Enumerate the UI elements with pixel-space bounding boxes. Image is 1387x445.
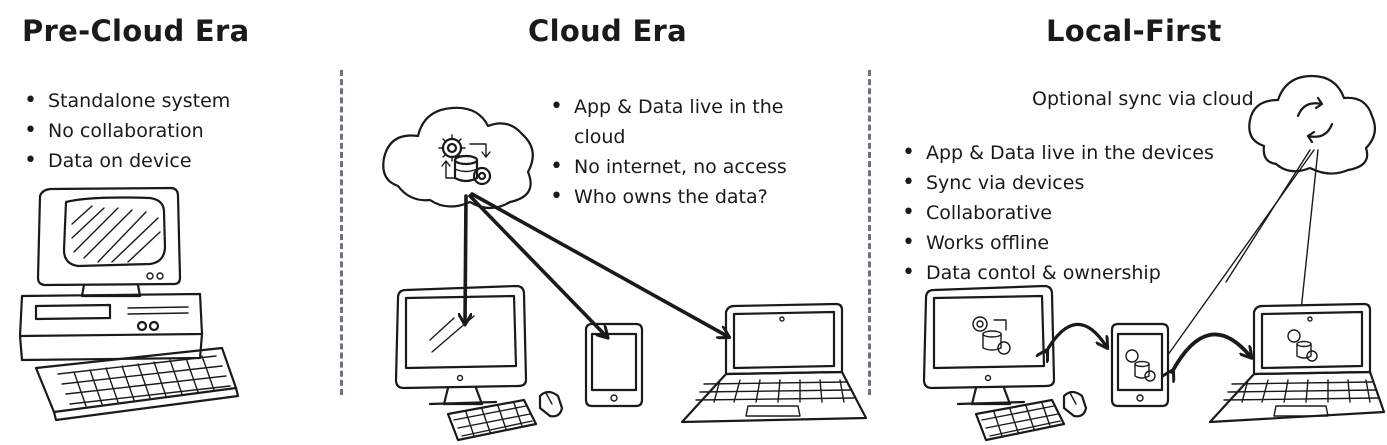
- sync-cloud-icon: [1248, 74, 1377, 175]
- bullet-item: Data on device: [22, 146, 230, 176]
- sync-line-to-laptop: [1299, 149, 1319, 321]
- bullet-item: Who owns the data?: [548, 182, 787, 212]
- local-first-title: Local-First: [1046, 14, 1222, 48]
- bullet-item: App & Data live in the devices: [900, 138, 1214, 168]
- arrow-to-laptop: [470, 192, 727, 336]
- bullet-item-continuation: cloud: [574, 126, 626, 148]
- gears-database-icon: [972, 316, 1011, 355]
- bullet-item: Sync via devices: [900, 168, 1214, 198]
- mouse-icon: [1062, 390, 1088, 418]
- sync-arrow-tablet-laptop: [1172, 332, 1250, 372]
- keyboard-icon: [974, 398, 1066, 442]
- sync-arrow-monitor-tablet: [1046, 322, 1106, 352]
- bullet-item: Works offline: [900, 228, 1214, 258]
- monitor-icon: [394, 284, 528, 406]
- cloud-era-title: Cloud Era: [528, 14, 688, 48]
- divider-left: [340, 70, 343, 395]
- bullet-item: No collaboration: [22, 116, 230, 146]
- tablet-icon: [1110, 322, 1170, 408]
- arrow-to-tablet: [468, 194, 606, 336]
- tablet-icon: [584, 322, 644, 408]
- arrow-to-monitor: [465, 194, 466, 322]
- bullet-item: No internet, no access: [548, 152, 787, 182]
- bullet-item: Data contol & ownership: [900, 258, 1214, 288]
- gears-database-icon: [438, 134, 492, 186]
- sync-icon: [1296, 96, 1334, 144]
- sync-line-extra: [1225, 149, 1311, 283]
- bullet-item: Collaborative: [900, 198, 1214, 228]
- laptop-icon: [1208, 302, 1386, 424]
- pre-cloud-title: Pre-Cloud Era: [22, 14, 250, 48]
- bullet-item: App & Data live in the: [548, 92, 787, 122]
- desktop-computer-icon: [18, 186, 240, 422]
- local-first-bullets: App & Data live in the devices Sync via …: [900, 138, 1214, 288]
- sync-line-to-tablet: [1159, 149, 1315, 367]
- cloud-era-bullets: App & Data live in the cloud No internet…: [548, 92, 787, 212]
- monitor-icon: [922, 284, 1056, 406]
- keyboard-icon: [446, 398, 538, 442]
- laptop-icon: [680, 302, 868, 424]
- pre-cloud-bullets: Standalone system No collaboration Data …: [22, 86, 230, 176]
- optional-sync-label: Optional sync via cloud: [1032, 88, 1254, 110]
- divider-right: [868, 70, 871, 395]
- mouse-icon: [538, 390, 564, 418]
- bullet-item: Standalone system: [22, 86, 230, 116]
